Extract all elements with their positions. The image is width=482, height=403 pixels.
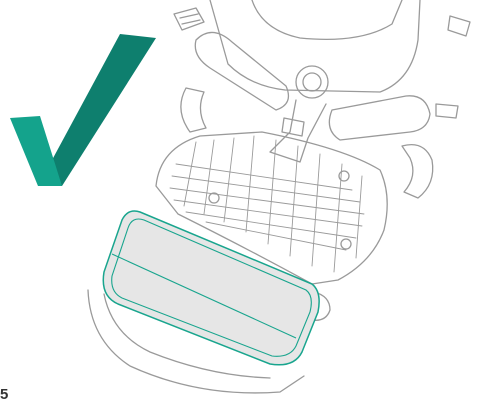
- centre-buckle-outer: [296, 66, 328, 98]
- seat-back: [210, 0, 420, 92]
- right-side-clip: [436, 104, 458, 118]
- seat-back-inner: [252, 0, 402, 39]
- checkmark-long-stroke: [38, 34, 156, 186]
- left-harness-clip: [174, 8, 204, 30]
- screw-1: [339, 171, 349, 181]
- left-shoulder-pad: [195, 32, 288, 110]
- right-bracket: [402, 145, 433, 198]
- strap-buckle: [282, 118, 304, 136]
- footrest-panel: [103, 211, 319, 365]
- checkmark-short-stroke: [10, 116, 62, 186]
- screw-2: [209, 193, 219, 203]
- step-number: 5: [0, 386, 8, 403]
- screw-3: [341, 239, 351, 249]
- footrest-body: [103, 211, 319, 365]
- checkmark-icon: [10, 34, 156, 186]
- centre-buckle-inner: [303, 73, 321, 91]
- right-harness-clip: [448, 16, 470, 36]
- right-shoulder-pad: [329, 96, 430, 140]
- left-bracket: [181, 88, 206, 132]
